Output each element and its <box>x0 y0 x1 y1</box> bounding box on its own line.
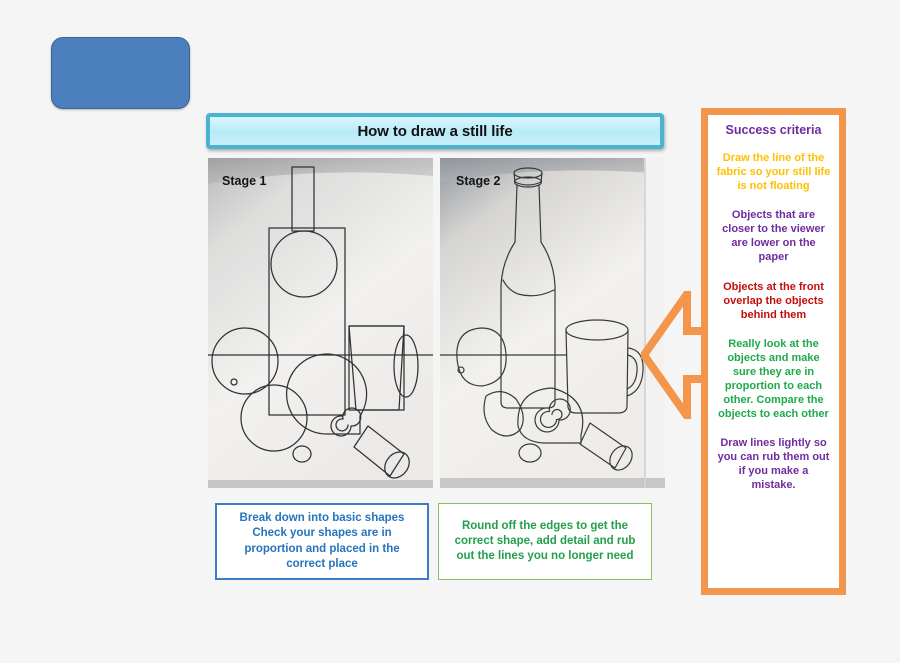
stage-1-photo: Stage 1 <box>208 158 433 488</box>
title-banner-inner: How to draw a still life <box>210 117 660 145</box>
caption-stage-2-text: Round off the edges to get the correct s… <box>454 519 636 563</box>
page-title: How to draw a still life <box>357 122 513 140</box>
caption-stage-2: Round off the edges to get the correct s… <box>438 503 652 580</box>
blue-rounded-rectangle-shape[interactable] <box>51 37 190 109</box>
success-criteria-title: Success criteria <box>725 123 822 137</box>
success-criteria-panel: Success criteria Draw the line of the fa… <box>701 108 846 595</box>
stage-1-label: Stage 1 <box>222 174 267 188</box>
stage-2-photo: Stage 2 <box>440 158 665 488</box>
success-criterion-fabric-line: Draw the line of the fabric so your stil… <box>716 152 831 193</box>
success-criterion-closer-objects-lower: Objects that are closer to the viewer ar… <box>722 209 825 264</box>
stage-2-label: Stage 2 <box>456 174 501 188</box>
stage-1-drawing <box>208 158 433 488</box>
title-banner: How to draw a still life <box>206 113 664 149</box>
success-criterion-front-objects-overlap: Objects at the front overlap the objects… <box>723 280 824 321</box>
success-criterion-proportion: Really look at the objects and make sure… <box>718 337 829 421</box>
caption-stage-1: Break down into basic shapes Check your … <box>215 503 429 580</box>
success-criterion-draw-lightly: Draw lines lightly so you can rub them o… <box>717 437 830 492</box>
caption-stage-1-text: Break down into basic shapes Check your … <box>239 511 405 570</box>
stage-2-drawing <box>440 158 665 488</box>
